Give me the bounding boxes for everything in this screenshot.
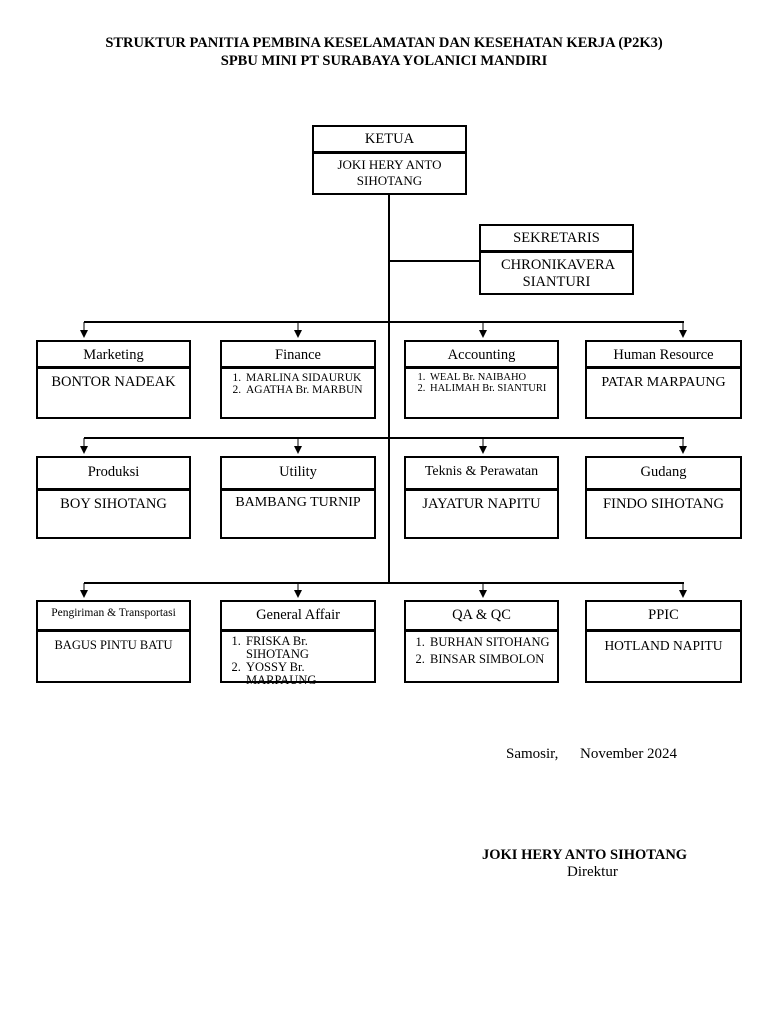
pengiriman-transportasi-box: Pengiriman & Transportasi BAGUS PINTU BA… [36, 600, 191, 683]
teknis-perawatan-role: Teknis & Perawatan [406, 458, 557, 491]
human-resource-box: Human Resource PATAR MARPAUNG [585, 340, 742, 419]
finance-box: Finance MARLINA SIDAURUK AGATHA Br. MARB… [220, 340, 376, 419]
pengiriman-transportasi-role: Pengiriman & Transportasi [38, 602, 189, 632]
qa-qc-members: BURHAN SITOHANG BINSAR SIMBOLON [406, 632, 557, 668]
general-affair-member: YOSSY Br. MARPAUNG [244, 661, 364, 687]
teknis-perawatan-box: Teknis & Perawatan JAYATUR NAPITU [404, 456, 559, 539]
finance-role: Finance [222, 342, 374, 369]
human-resource-name: PATAR MARPAUNG [601, 375, 726, 390]
teknis-perawatan-name: JAYATUR NAPITU [422, 496, 541, 512]
accounting-role: Accounting [406, 342, 557, 369]
accounting-member: HALIMAH Br. SIANTURI [428, 383, 557, 394]
marketing-name: BONTOR NADEAK [51, 374, 176, 390]
marketing-role: Marketing [38, 342, 189, 369]
row1-drops [80, 322, 687, 338]
accounting-members: WEAL Br. NAIBAHO HALIMAH Br. SIANTURI [406, 369, 557, 394]
utility-name: BAMBANG TURNIP [235, 495, 361, 510]
signature-place: Samosir, [506, 746, 559, 762]
ppic-role: PPIC [587, 602, 740, 632]
general-affair-box: General Affair FRISKA Br. SIHOTANG YOSSY… [220, 600, 376, 687]
human-resource-role: Human Resource [587, 342, 740, 369]
chart-title-line2: SPBU MINI PT SURABAYA YOLANICI MANDIRI [220, 53, 548, 69]
accounting-box: Accounting WEAL Br. NAIBAHO HALIMAH Br. … [404, 340, 559, 419]
qa-qc-box: QA & QC BURHAN SITOHANG BINSAR SIMBOLON [404, 600, 559, 683]
qa-qc-member: BURHAN SITOHANG [428, 634, 557, 651]
ppic-box: PPIC HOTLAND NAPITU [585, 600, 742, 683]
finance-members: MARLINA SIDAURUK AGATHA Br. MARBUN [222, 369, 374, 396]
gudang-role: Gudang [587, 458, 740, 491]
general-affair-role: General Affair [222, 602, 374, 632]
produksi-name: BOY SIHOTANG [60, 496, 167, 512]
signature-date: November 2024 [580, 746, 678, 762]
ppic-name: HOTLAND NAPITU [604, 638, 723, 653]
qa-qc-member: BINSAR SIMBOLON [428, 651, 557, 668]
ketua-role: KETUA [314, 127, 465, 154]
sekretaris-role: SEKRETARIS [481, 226, 632, 253]
ketua-name: JOKI HERY ANTO SIHOTANG [337, 157, 442, 188]
finance-member: MARLINA SIDAURUK [244, 372, 374, 384]
qa-qc-role: QA & QC [406, 602, 557, 632]
sekretaris-box: SEKRETARIS CHRONIKAVERA SIANTURI [479, 224, 634, 295]
general-affair-members: FRISKA Br. SIHOTANG YOSSY Br. MARPAUNG [222, 632, 374, 687]
utility-role: Utility [222, 458, 374, 491]
row2-drops [80, 438, 687, 454]
signature-name: JOKI HERY ANTO SIHOTANG [482, 847, 688, 863]
produksi-role: Produksi [38, 458, 189, 491]
row3-drops [80, 583, 687, 598]
produksi-box: Produksi BOY SIHOTANG [36, 456, 191, 539]
signature-position: Direktur [567, 864, 618, 880]
general-affair-member: FRISKA Br. SIHOTANG [244, 635, 364, 661]
chart-title-line1: STRUKTUR PANITIA PEMBINA KESELAMATAN DAN… [105, 35, 663, 51]
pengiriman-transportasi-name: BAGUS PINTU BATU [54, 638, 173, 652]
gudang-name: FINDO SIHOTANG [603, 496, 724, 512]
sekretaris-name: CHRONIKAVERA SIANTURI [501, 257, 616, 290]
accounting-member: WEAL Br. NAIBAHO [428, 372, 557, 383]
gudang-box: Gudang FINDO SIHOTANG [585, 456, 742, 539]
utility-box: Utility BAMBANG TURNIP [220, 456, 376, 539]
marketing-box: Marketing BONTOR NADEAK [36, 340, 191, 419]
finance-member: AGATHA Br. MARBUN [244, 384, 374, 396]
ketua-box: KETUA JOKI HERY ANTO SIHOTANG [312, 125, 467, 195]
